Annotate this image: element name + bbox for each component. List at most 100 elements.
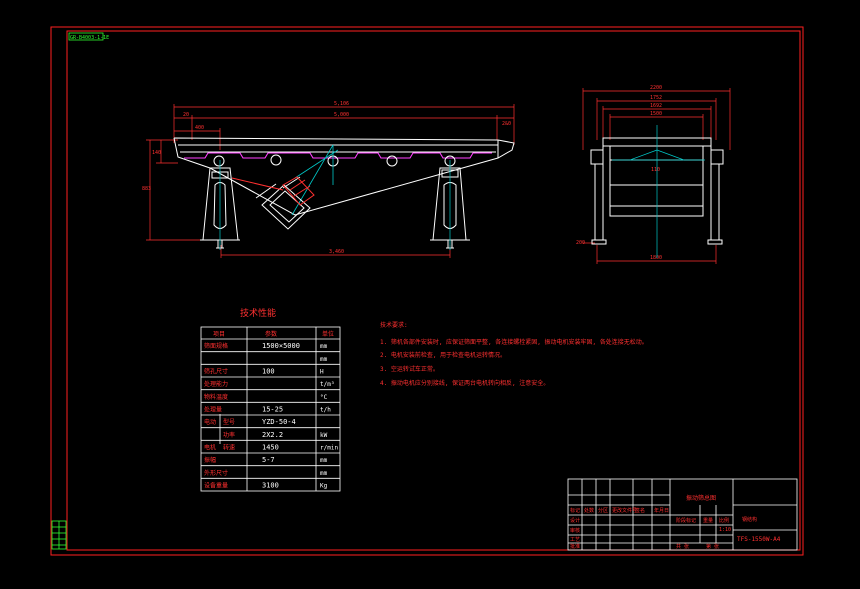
title-cell-total: 共 张 [676,543,689,550]
spec-row-unit: t/h [320,406,331,413]
dim-center-note: 110 [651,167,660,173]
spec-row-unit: °C [320,394,328,401]
title-cell-weight: 重量 [703,517,713,524]
spec-row-label: 物料温度 [204,393,228,401]
dim-bottom-span: 3,460 [329,249,344,255]
spec-table-grid [200,326,341,492]
front-view-dimensions [146,104,515,258]
title-cell-date: 年月日 [654,507,669,514]
screen-deck-steps [184,152,492,159]
dim-top-left: 20 [183,112,189,118]
dim-top-inner: 5,000 [334,112,349,118]
spec-row-unit: mm [320,470,328,477]
dim-left-height-small: 140 [152,150,161,156]
drive-motor [231,176,315,206]
title-cell-sign: 签名 [635,507,645,514]
tech-note-3: 3. 空运转试车正常。 [380,365,439,373]
title-cell-stage: 阶段标记 [676,517,696,524]
tech-note-1: 1. 筛机各部件安装时, 应保证筛面平整, 各连接螺栓紧固, 振动电机安装牢固,… [380,338,648,346]
spec-row-unit: r/min [320,444,338,451]
corner-tag: GR-B4003-1-1E [68,32,109,41]
spec-header-param: 参数 [265,330,277,338]
side-view-dimension-texts: 2200 1752 1692 1500 110 1800 200 [576,85,662,261]
title-cell-ratio: 比例 [719,517,729,524]
spec-row-value: 15-25 [262,405,283,413]
title-scale: 1:10 [719,527,731,533]
spec-row-sublabel: 转速 [223,443,235,451]
title-material-note: 钢结构 [742,516,757,523]
title-cell-design: 设计 [570,517,580,524]
spec-header-item: 项目 [213,331,225,338]
title-cell-zone: 分区 [598,507,608,514]
spec-row-unit: mm [320,457,328,464]
dim-width-2: 1752 [650,95,662,101]
spec-table-title: 技术性能 [240,307,276,319]
dim-width-top: 2200 [650,85,662,91]
vibration-motor [255,176,311,230]
dim-top-right: 2&0 [502,121,511,127]
title-cell-mark: 标记 [570,507,580,514]
spec-row-value: 3100 [262,481,279,489]
title-drawing-name: 振动筛总图 [686,494,716,502]
screen-box [173,137,515,216]
side-view: 2200 1752 1692 1500 110 1800 200 [576,85,731,264]
spec-row-unit: Kg [320,482,328,489]
spec-row-value: 1450 [262,443,279,451]
title-cell-process: 工艺 [570,537,580,543]
corner-tag-text: GR-B4003-1-1E [70,35,109,41]
spec-row-label: 外形尺寸 [204,469,228,477]
spec-row-label: 电机 [204,443,216,451]
spec-row-unit: t/m³ [320,381,334,388]
spec-row-value: 5-7 [262,456,275,464]
spec-row-sublabel: 型号 [223,418,235,426]
spec-row-unit: kW [320,432,328,439]
title-block-texts: 振动筛总图 钢结构 TFS-1550W-A4 1:10 标记 处数 分区 更改文… [570,494,781,550]
spec-header-unit: 单位 [322,330,334,338]
spec-row-unit: mm [320,343,328,350]
dim-width-3: 1692 [650,103,662,109]
left-margin-hatch [51,520,67,550]
dim-left-offset: 400 [195,125,204,131]
spec-row-label: 处理量 [204,405,222,413]
spec-row-label: 筛面规格 [204,342,228,350]
spec-row-unit: mm [320,356,328,363]
tech-notes: 技术要求: 1. 筛机各部件安装时, 应保证筛面平整, 各连接螺栓紧固, 振动电… [380,321,648,387]
support-centerlines [219,160,451,250]
dim-width-4: 1500 [650,111,662,117]
tech-notes-heading: 技术要求: [380,321,408,329]
spec-row-value: 1500×5000 [262,342,300,350]
spec-row-value: YZD-50-4 [262,418,296,426]
tech-note-4: 4. 振动电机应分别接线, 保证两台电机转向相反, 注意安全。 [380,379,549,387]
title-cell-sheet: 第 张 [706,543,719,550]
side-view-centerlines [612,125,705,258]
title-cell-approve: 批准 [570,543,580,550]
title-block-grid [567,478,798,551]
spec-row-sublabel: 功率 [223,431,235,439]
spec-row-label: 振幅 [204,456,216,464]
side-view-dimensions [582,88,731,264]
front-view: 5,106 5,000 20 2&0 400 140 883 3,460 [142,101,515,258]
spec-row-value: 100 [262,367,275,375]
dim-left-small: 200 [576,240,585,246]
title-cell-review: 审核 [570,527,580,534]
title-cell-change: 更改文件号 [612,507,637,514]
spec-row-unit: H [320,368,324,375]
spec-row-label: 筛孔尺寸 [204,367,228,375]
front-view-dimension-texts: 5,106 5,000 20 2&0 400 140 883 3,460 [142,101,511,255]
title-cell-count: 处数 [584,507,594,514]
spec-row-label: 设备重量 [204,481,228,489]
dim-bottom-width: 1800 [650,255,662,261]
dim-overall-top: 5,106 [334,101,349,107]
title-drawing-number: TFS-1550W-A4 [737,536,781,543]
dim-left-height-big: 883 [142,186,151,192]
spec-row-label: 处理能力 [204,380,228,388]
drawing-frame [50,26,804,556]
title-block: 振动筛总图 钢结构 TFS-1550W-A4 1:10 标记 处数 分区 更改文… [567,478,798,551]
spec-row-label: 电动 [204,418,216,426]
stiffener-holes [213,154,456,167]
tech-note-2: 2. 电机安装前检查, 用于检查电机运转情况。 [380,351,506,359]
spec-row-value: 2X2.2 [262,431,283,439]
